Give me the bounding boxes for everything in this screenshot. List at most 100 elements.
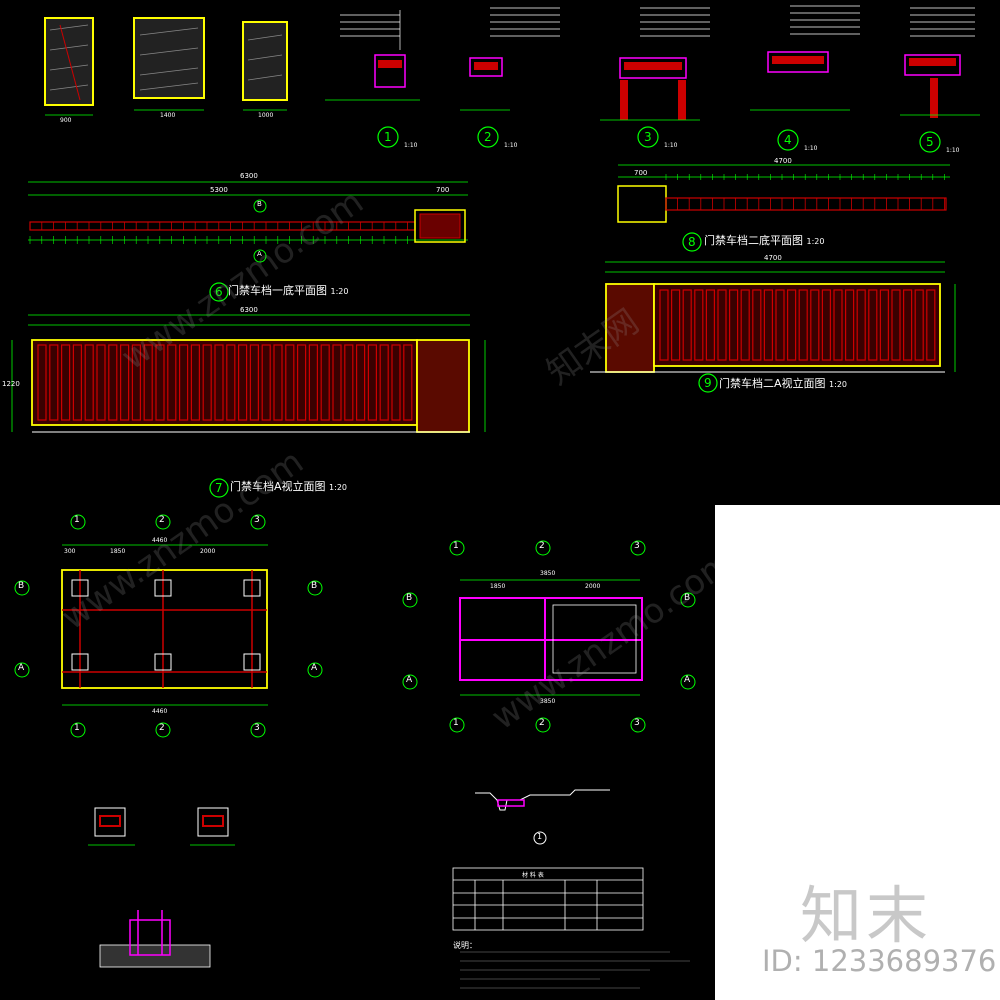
slat-1 bbox=[261, 344, 271, 421]
grid-row-b-left: B bbox=[18, 581, 25, 591]
table-header: 材 料 表 bbox=[522, 872, 544, 879]
slat-2 bbox=[705, 289, 716, 361]
dim-panel-3: 1000 bbox=[258, 112, 274, 119]
slat-2 bbox=[717, 289, 727, 361]
callout-4: 4 bbox=[784, 133, 792, 147]
section-scale-2: 1:10 bbox=[504, 142, 518, 149]
slat-1 bbox=[320, 344, 330, 421]
grid-row-a-right: A bbox=[311, 663, 318, 673]
frame-col-2-bottom: 2 bbox=[539, 718, 545, 728]
frame-row-b-left: B bbox=[406, 593, 413, 603]
plan-1-ticks bbox=[29, 222, 409, 244]
slat-2 bbox=[868, 289, 878, 361]
frame-col-3-top: 3 bbox=[634, 541, 640, 551]
callout-1: 1 bbox=[384, 130, 392, 144]
dim-frame-a: 1850 bbox=[490, 583, 506, 590]
slat-2 bbox=[844, 289, 855, 361]
callout-6: 6 bbox=[215, 285, 223, 299]
frame-col-1-bottom: 1 bbox=[453, 718, 459, 728]
slat-1 bbox=[238, 344, 248, 421]
panel-sample-1 bbox=[44, 17, 94, 106]
dim-frame-w: 3850 bbox=[540, 570, 556, 577]
dim-plan1-total: 6300 bbox=[240, 172, 258, 180]
plan2-scale: 1:20 bbox=[806, 237, 825, 246]
slat-2 bbox=[902, 289, 913, 361]
dim-elev2-total: 4700 bbox=[764, 254, 782, 262]
slat-2 bbox=[833, 289, 843, 361]
slat-2 bbox=[798, 289, 808, 361]
section-scale-1: 1:10 bbox=[404, 142, 418, 149]
slat-2 bbox=[786, 289, 797, 361]
section-scale-3: 1:10 bbox=[664, 142, 678, 149]
frame-col-1-top: 1 bbox=[453, 541, 459, 551]
elev1-scale: 1:20 bbox=[329, 483, 347, 492]
dim-found-c: 300 bbox=[64, 548, 76, 555]
brand-id: ID: 1233689376 bbox=[762, 944, 997, 978]
slat-1 bbox=[202, 344, 212, 421]
slat-2 bbox=[763, 289, 774, 361]
section-scale-4: 1:10 bbox=[804, 145, 818, 152]
slat-2 bbox=[821, 289, 832, 361]
dim-panel-2: 1400 bbox=[160, 112, 176, 119]
slat-1 bbox=[167, 344, 177, 421]
callout-3: 3 bbox=[644, 130, 652, 144]
profile-callout: 1 bbox=[537, 832, 543, 841]
slat-2 bbox=[659, 289, 669, 361]
section-scale-5: 1:10 bbox=[946, 147, 960, 154]
materials-table bbox=[452, 867, 644, 931]
dim-found-b: 2000 bbox=[200, 548, 216, 555]
dim-plan2-total: 4700 bbox=[774, 157, 792, 165]
plan2-title: 门禁车档二底平面图 1:20 bbox=[704, 232, 824, 248]
column-sections bbox=[88, 807, 235, 846]
slat-1 bbox=[84, 344, 94, 421]
section-marker-b: B bbox=[257, 200, 262, 208]
slat-1 bbox=[297, 344, 307, 421]
slat-2 bbox=[740, 289, 750, 361]
slat-1 bbox=[72, 344, 83, 421]
frame-row-b-right: B bbox=[684, 593, 691, 603]
slat-1 bbox=[96, 344, 106, 421]
plan2-title-text: 门禁车档二底平面图 bbox=[704, 234, 803, 247]
section-marker-a: A bbox=[257, 250, 262, 258]
dim-panel-1: 900 bbox=[60, 117, 72, 124]
slat-1 bbox=[143, 344, 153, 421]
panel-sample-3 bbox=[242, 21, 288, 101]
slat-1 bbox=[273, 344, 283, 421]
dim-found-a: 1850 bbox=[110, 548, 126, 555]
elevation-1-bars bbox=[37, 344, 413, 421]
frame-row-a-right: A bbox=[684, 675, 691, 685]
frame-row-a-left: A bbox=[406, 675, 413, 685]
slat-2 bbox=[879, 289, 890, 361]
frame-col-2-top: 2 bbox=[539, 541, 545, 551]
slat-1 bbox=[214, 344, 224, 421]
dim-found-w: 4460 bbox=[152, 537, 168, 544]
slat-1 bbox=[190, 344, 200, 421]
slat-2 bbox=[810, 289, 820, 361]
slat-1 bbox=[37, 344, 47, 421]
slat-1 bbox=[179, 344, 189, 421]
brand-panel bbox=[715, 505, 1000, 1000]
profile-detail bbox=[475, 789, 610, 845]
slat-1 bbox=[49, 344, 59, 421]
slat-1 bbox=[226, 344, 236, 421]
slat-1 bbox=[391, 344, 401, 421]
dim-plan1-b: 700 bbox=[436, 186, 450, 194]
slat-2 bbox=[694, 289, 704, 361]
slat-2 bbox=[856, 289, 866, 361]
slat-1 bbox=[379, 344, 389, 421]
slat-1 bbox=[60, 344, 71, 421]
slat-2 bbox=[926, 289, 936, 361]
slat-2 bbox=[728, 289, 739, 361]
elev1-title-text: 门禁车档A视立面图 bbox=[230, 480, 326, 493]
grid-col-1-bottom: 1 bbox=[74, 723, 80, 733]
slat-2 bbox=[775, 289, 785, 361]
slat-1 bbox=[344, 344, 354, 421]
notes-header: 说明： bbox=[453, 941, 477, 950]
callout-2: 2 bbox=[484, 130, 492, 144]
plan1-scale: 1:20 bbox=[330, 287, 349, 296]
grid-col-2-top: 2 bbox=[159, 515, 165, 525]
slat-2 bbox=[670, 289, 681, 361]
plan1-title-text: 门禁车档一底平面图 bbox=[228, 284, 327, 297]
callout-5: 5 bbox=[926, 135, 934, 149]
plan-2-ticks bbox=[665, 174, 945, 210]
